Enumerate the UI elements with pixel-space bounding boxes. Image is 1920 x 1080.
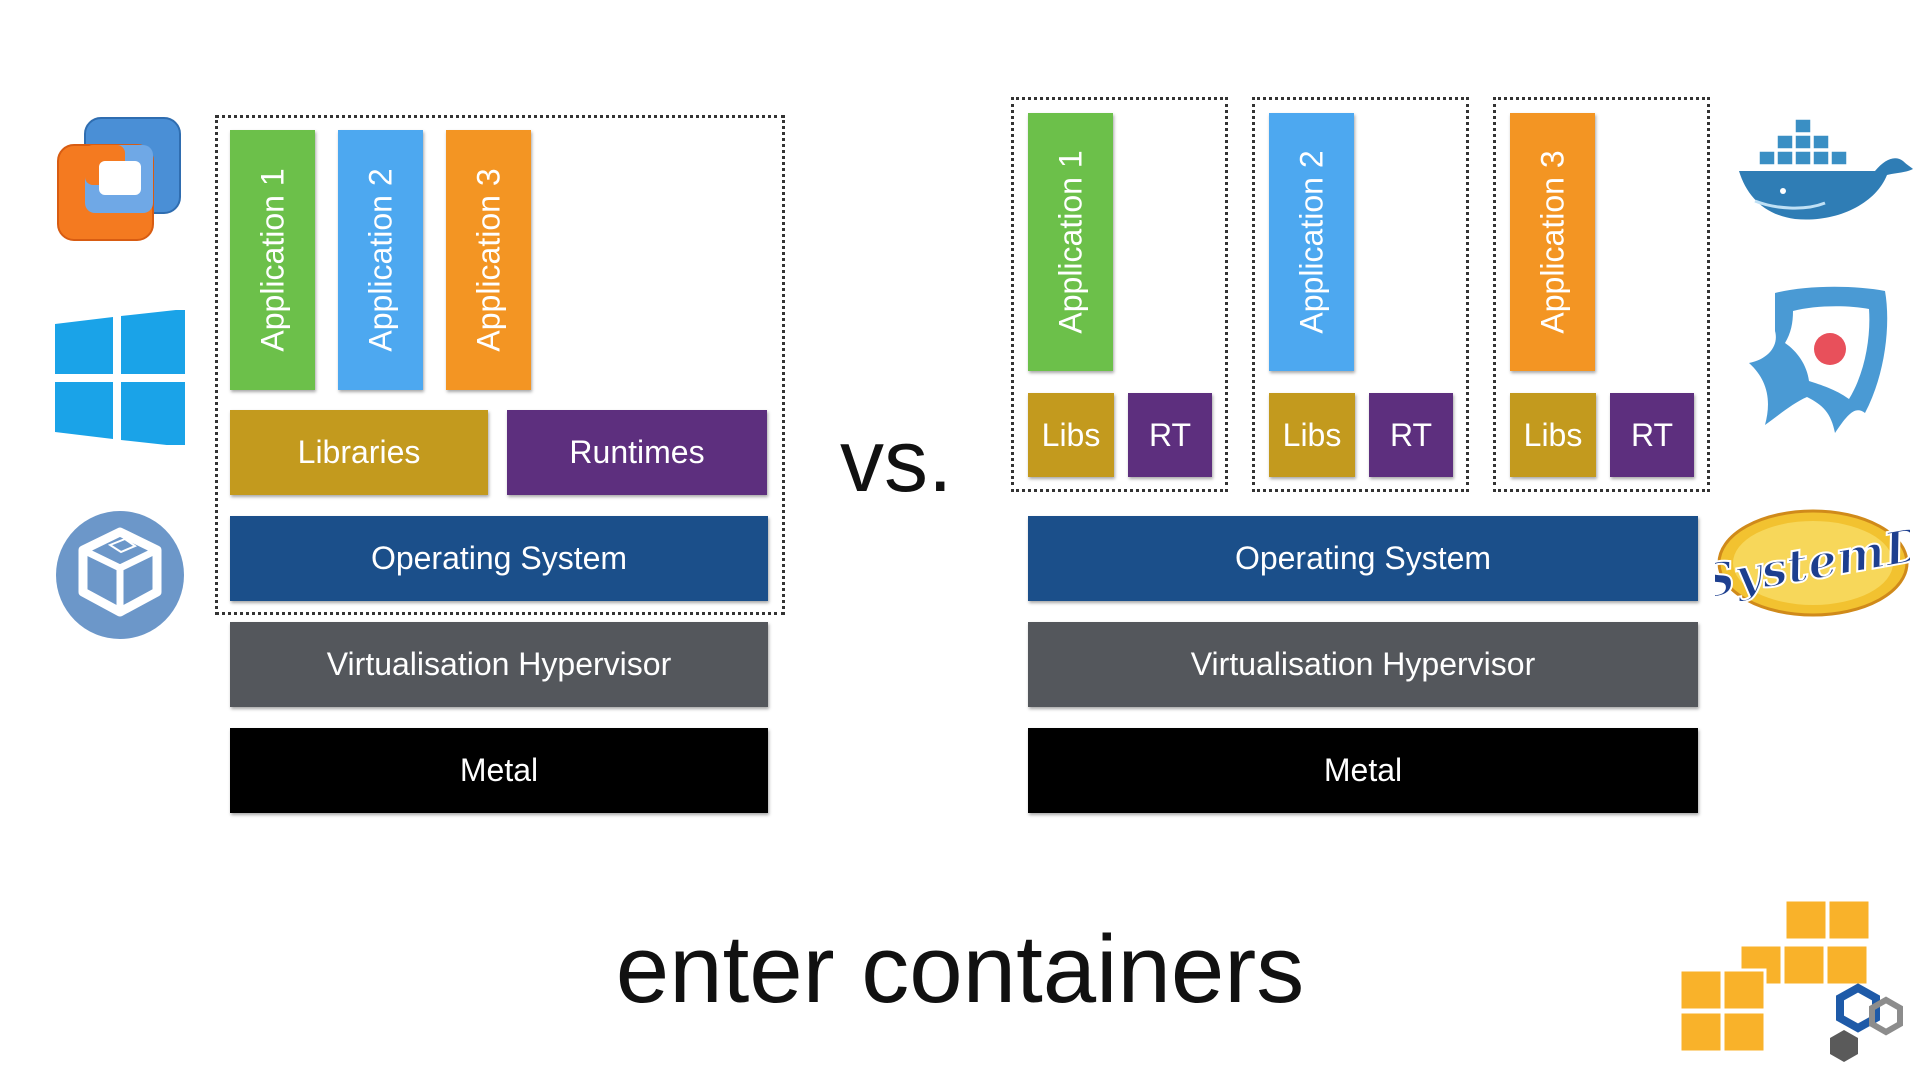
vm-hypervisor: Virtualisation Hypervisor [230, 622, 768, 707]
vm-libraries: Libraries [230, 410, 488, 495]
vm-runtimes: Runtimes [507, 410, 767, 495]
container-app-3-label: Application 3 [1534, 150, 1570, 334]
vm-metal: Metal [230, 728, 768, 813]
vmware-logo [57, 117, 181, 241]
container-boundary-1 [1011, 97, 1228, 492]
container-app-3: Application 3 [1510, 113, 1595, 371]
docker-logo [1739, 118, 1913, 220]
systemd-logo: SystemD [1715, 509, 1910, 617]
container-libs-1: Libs [1028, 393, 1114, 477]
container-rt-2: RT [1369, 393, 1453, 477]
container-boundary-2 [1252, 97, 1469, 492]
container-app-2: Application 2 [1269, 113, 1354, 371]
container-boundary-3 [1493, 97, 1710, 492]
vm-app-3: Application 3 [446, 130, 531, 390]
vm-boundary [215, 115, 785, 615]
container-app-1-label: Application 1 [1052, 150, 1088, 334]
vs-label: vs. [840, 411, 953, 510]
container-hypervisor: Virtualisation Hypervisor [1028, 622, 1698, 707]
vm-app-2-label: Application 2 [362, 168, 398, 352]
container-app-2-label: Application 2 [1293, 150, 1329, 334]
aws-logo [1680, 898, 1903, 1062]
container-libs-3: Libs [1510, 393, 1596, 477]
caption: enter containers [615, 916, 1305, 1023]
container-rt-1: RT [1128, 393, 1212, 477]
virtualbox-logo [56, 511, 184, 639]
vm-app-2: Application 2 [338, 130, 423, 390]
container-libs-2: Libs [1269, 393, 1355, 477]
vm-app-1: Application 1 [230, 130, 315, 390]
windows-logo [55, 310, 185, 445]
container-metal: Metal [1028, 728, 1698, 813]
container-app-1: Application 1 [1028, 113, 1113, 371]
container-rt-3: RT [1610, 393, 1694, 477]
container-operating-system: Operating System [1028, 516, 1698, 601]
vm-operating-system: Operating System [230, 516, 768, 601]
vm-app-1-label: Application 1 [254, 168, 290, 352]
vm-app-3-label: Application 3 [470, 168, 506, 352]
rocket-logo [1749, 286, 1888, 433]
